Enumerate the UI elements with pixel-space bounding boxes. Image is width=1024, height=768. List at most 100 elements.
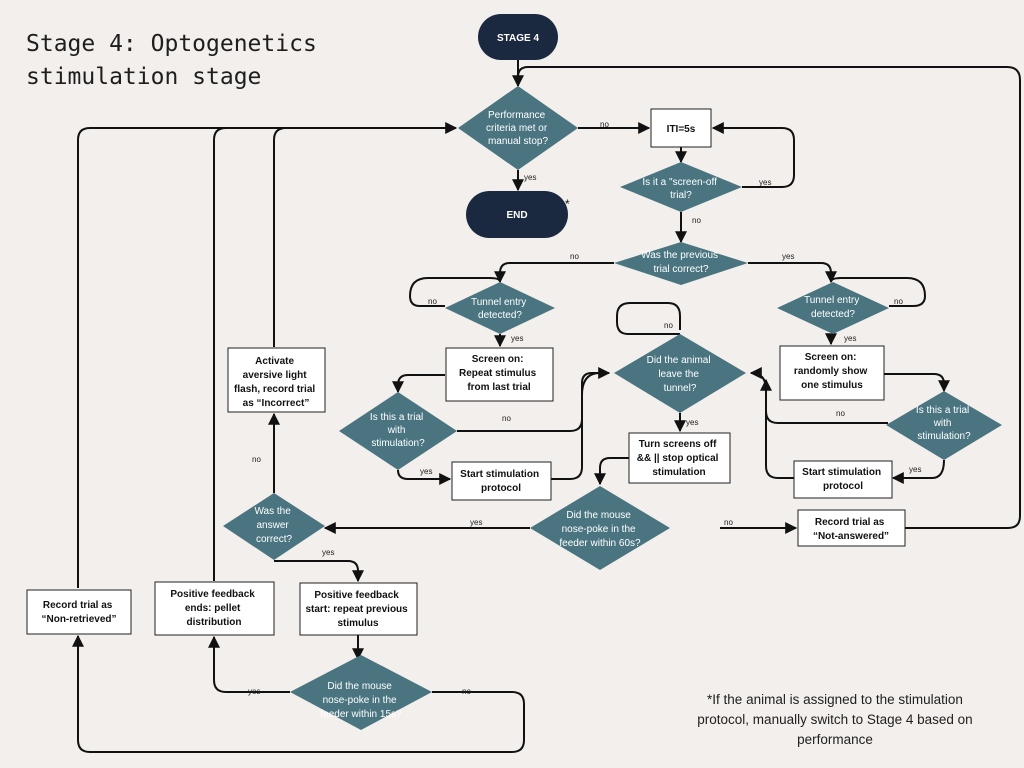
svg-text:Activate aversive light: Activate aversive light flash, record tr… <box>234 356 318 409</box>
title-line-1: Stage 4: Optogenetics <box>26 31 317 57</box>
stim-right-line-2: with <box>933 418 952 429</box>
edge-tunnel-right-loop <box>830 277 927 307</box>
repeat-line-3: from last trial <box>467 382 531 393</box>
leave-line-1: Did the animal <box>647 355 711 366</box>
edge-startleft-leave <box>551 372 601 480</box>
pfstart-line-3: stimulus <box>337 618 379 629</box>
end-asterisk: * <box>565 197 570 211</box>
label-np60-no: no <box>724 518 733 527</box>
label-leave-yes: yes <box>686 418 698 427</box>
pfend-line-1: Positive feedback <box>170 589 255 600</box>
box-pf-start: Positive feedback start: repeat previous… <box>299 582 418 636</box>
label-np15-no: no <box>462 687 471 696</box>
leave-line-2: leave the <box>658 369 699 380</box>
prev-line-1: Was the previous <box>641 250 718 261</box>
aversive-line-2: aversive light <box>243 370 308 381</box>
end-label: END <box>506 210 527 221</box>
pfstart-line-1: Positive feedback <box>314 590 399 601</box>
decision-nosepoke-15: Did the mouse nose-poke in the feeder wi… <box>290 655 432 730</box>
svg-text:Turn screens off && || s: Turn screens off && || stop optical stim… <box>637 439 722 478</box>
label-prev-no: no <box>570 252 579 261</box>
label-perf-yes: yes <box>524 173 536 182</box>
svg-text:Is this a trial with: Is this a trial with stimulation? <box>916 405 972 442</box>
aversive-line-1: Activate <box>255 356 294 367</box>
edge-stimleft-start <box>397 469 452 485</box>
decision-stim-left: Is this a trial with stimulation? <box>339 392 457 470</box>
box-iti: ITI=5s <box>650 108 712 148</box>
label-tunnel-left-no: no <box>428 297 437 306</box>
diagram-title: Stage 4: Optogenetics stimulation stage <box>26 28 317 94</box>
np15-line-3: feeder within 15s? <box>320 709 402 720</box>
np60-line-1: Did the mouse <box>566 510 631 521</box>
label-np60-yes: yes <box>470 518 482 527</box>
edge-aversive-perf <box>273 122 458 347</box>
svg-text:Did the animal leave the: Did the animal leave the tunnel? <box>647 355 714 394</box>
decision-answer-correct: Was the answer correct? <box>223 493 325 560</box>
np60-line-2: nose-poke in the <box>562 524 636 535</box>
aversive-line-4: as “Incorrect” <box>243 398 310 409</box>
stim-left-line-2: with <box>387 425 406 436</box>
edge-random-stimright <box>884 373 950 393</box>
non-retrieved-line-2: “Non-retrieved” <box>41 614 116 625</box>
box-start-stim-right: Start stimulation protocol <box>793 460 893 499</box>
decision-leave-tunnel: Did the animal leave the tunnel? <box>614 334 746 413</box>
connectors <box>72 60 1021 753</box>
title-line-2: stimulation stage <box>26 64 262 90</box>
decision-tunnel-left: Tunnel entry detected? <box>445 282 555 334</box>
pfend-line-2: ends: pellet <box>185 603 241 614</box>
screenoff-line-1: Is it a "screen-off <box>642 177 717 188</box>
stage4-pill: STAGE 4 <box>478 14 558 60</box>
stim-right-line-3: stimulation? <box>917 431 971 442</box>
svg-text:Positive feedback start:: Positive feedback start: repeat previous… <box>305 590 410 629</box>
pfend-line-3: distribution <box>187 617 242 628</box>
edge-prev-left <box>494 262 614 284</box>
edge-answer-pfstart <box>274 560 364 583</box>
label-np15-yes: yes <box>248 687 260 696</box>
end-pill: END * <box>466 191 570 238</box>
decision-previous-correct: Was the previous trial correct? <box>614 242 748 285</box>
box-repeat-stimulus: Screen on: Repeat stimulus from last tri… <box>445 347 554 402</box>
box-random-stimulus: Screen on: randomly show one stimulus <box>779 345 885 401</box>
stim-left-line-3: stimulation? <box>371 438 425 449</box>
random-line-3: one stimulus <box>801 380 863 391</box>
perf-line-1: Performance <box>488 110 546 121</box>
box-pf-end: Positive feedback ends: pellet distribut… <box>154 581 275 636</box>
prev-line-2: trial correct? <box>653 264 708 275</box>
edge-startright-leave <box>760 378 794 479</box>
svg-text:Was the previous trial c: Was the previous trial correct? <box>641 250 721 275</box>
decision-performance: Performance criteria met or manual stop? <box>458 86 578 170</box>
turnoff-line-1: Turn screens off <box>639 439 717 450</box>
label-stimleft-no: no <box>502 414 511 423</box>
np60-line-3: feeder within 60s? <box>559 538 641 549</box>
stim-left-line-1: Is this a trial <box>370 412 423 423</box>
label-tunnel-right-yes: yes <box>844 334 856 343</box>
not-answered-line-2: “Not-answered” <box>813 531 889 542</box>
np15-line-1: Did the mouse <box>327 681 392 692</box>
start-right-line-2: protocol <box>823 481 863 492</box>
svg-text:Screen on: Repeat stimul: Screen on: Repeat stimulus from last tri… <box>459 354 539 393</box>
label-stimleft-yes: yes <box>420 467 432 476</box>
svg-text:Was the answer cor: Was the answer correct? <box>254 506 293 545</box>
edge-stimright-start <box>891 459 945 484</box>
start-right-line-1: Start stimulation <box>802 467 881 478</box>
label-perf-no: no <box>600 120 609 129</box>
edge-notanswered-stage4 <box>517 66 1021 529</box>
pfstart-line-2: start: repeat previous <box>305 604 408 615</box>
svg-text:Is this a trial with: Is this a trial with stimulation? <box>370 412 426 449</box>
answer-line-3: correct? <box>256 534 293 545</box>
iti-label: ITI=5s <box>667 124 696 135</box>
footnote: *If the animal is assigned to the stimul… <box>697 692 973 747</box>
box-turn-screens-off: Turn screens off && || stop optical stim… <box>628 432 731 484</box>
tunnel-right-line-2: detected? <box>811 309 855 320</box>
svg-text:Did the mouse nose-poke: Did the mouse nose-poke in the feeder wi… <box>559 510 641 549</box>
label-screenoff-no: no <box>692 216 701 225</box>
random-line-2: randomly show <box>794 366 868 377</box>
turnoff-line-2: && || stop optical <box>637 453 719 464</box>
decision-tunnel-right: Tunnel entry detected? <box>777 282 889 334</box>
edge-screenoff-loop <box>711 122 795 188</box>
label-leave-no: no <box>664 321 673 330</box>
label-stimright-no: no <box>836 409 845 418</box>
box-not-answered: Record trial as “Not-answered” <box>797 509 906 547</box>
label-tunnel-left-yes: yes <box>511 334 523 343</box>
stage4-label: STAGE 4 <box>497 33 539 44</box>
